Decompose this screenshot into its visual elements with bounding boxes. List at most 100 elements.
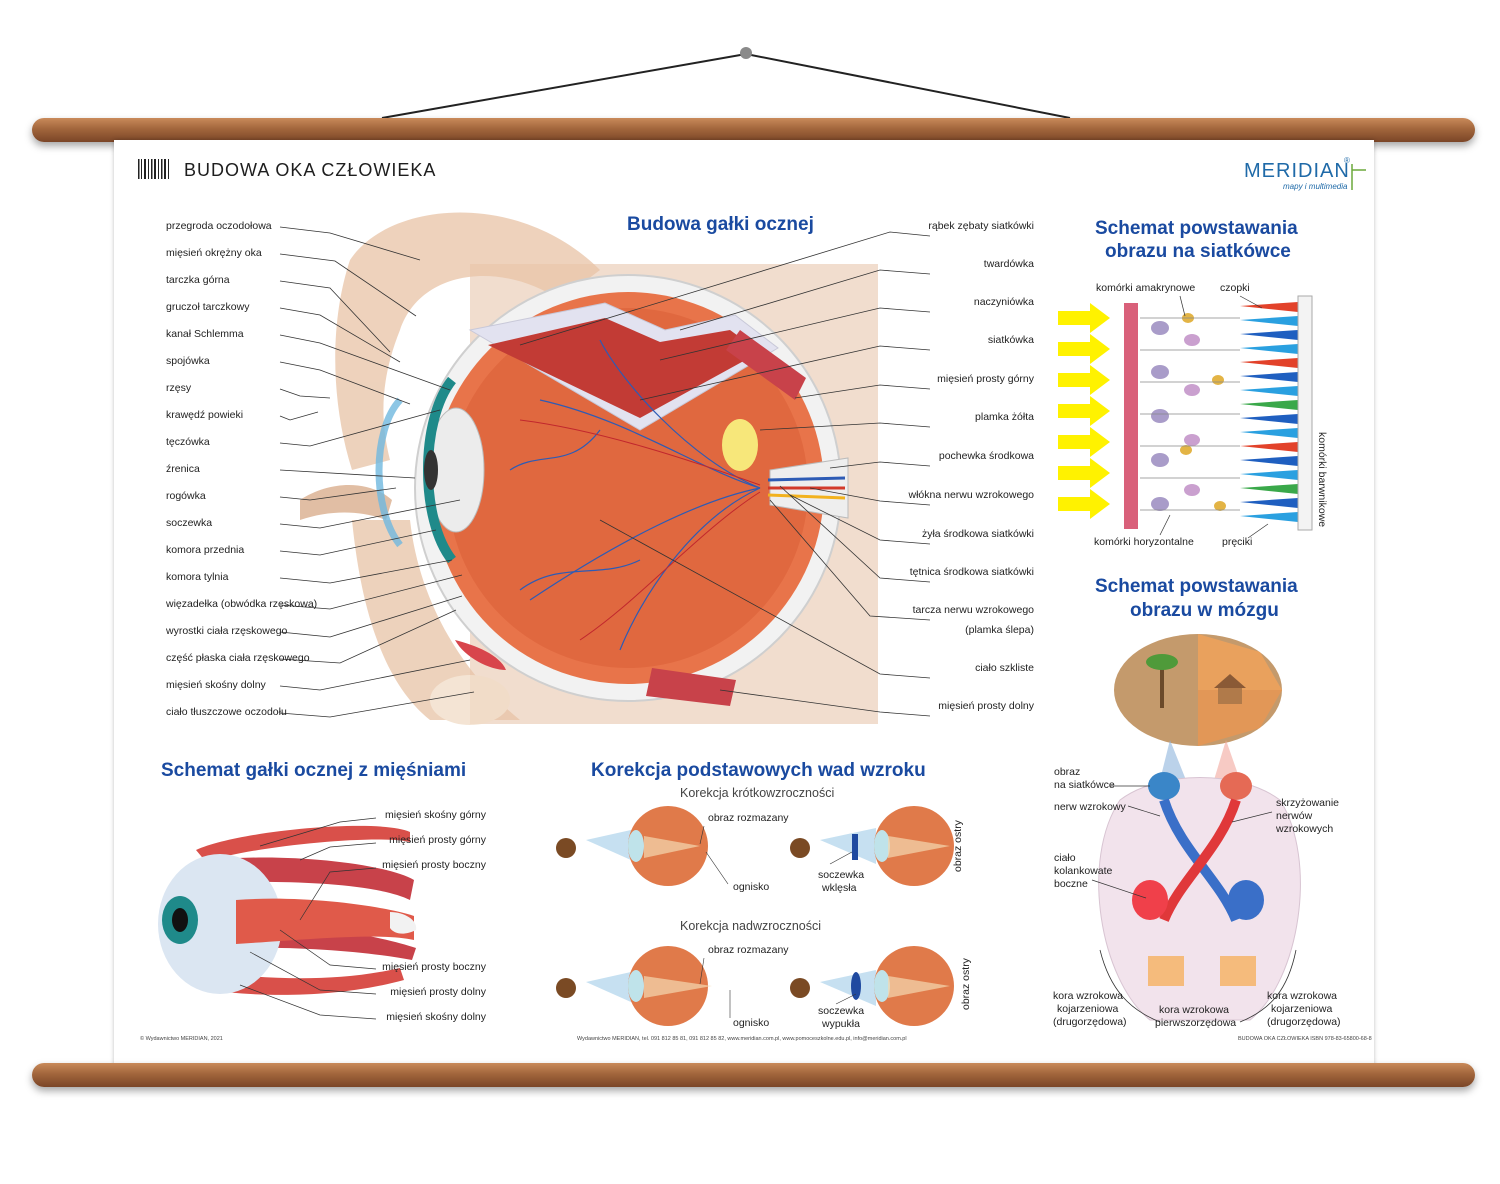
hyperopia-title: Korekcja nadwzroczności	[680, 919, 822, 933]
photoreceptors	[1240, 302, 1298, 522]
convex-lens-icon	[851, 972, 861, 1000]
dog-icon	[790, 978, 810, 998]
muscle-label: mięsień prosty boczny	[382, 859, 486, 871]
concave-lens-icon	[852, 834, 858, 860]
eyeball-right-label: pochewka środkowa	[938, 450, 1034, 462]
eyeball-left-label: ciało tłuszczowe oczodołu	[166, 706, 287, 718]
right-eye	[1220, 772, 1252, 800]
convex-lens-label-1: soczewka	[818, 1005, 865, 1017]
chiasm-label-3: wzrokowych	[1276, 823, 1334, 835]
lateral-rectus	[236, 898, 414, 944]
cortex-left-label-2: kojarzeniowa	[1057, 1003, 1119, 1015]
hut-icon	[1214, 674, 1246, 704]
eyeball-right-label: tętnica środkowa siatkówki	[909, 566, 1034, 578]
myopia-title: Korekcja krótkowzroczności	[680, 786, 835, 800]
eyeball-left-label: krawędź powieki	[166, 409, 244, 421]
rods-label: pręciki	[1222, 536, 1253, 548]
retina-connections	[1140, 317, 1240, 511]
left-eye	[1148, 772, 1180, 800]
isbn-note: BUDOWA OKA CZŁOWIEKA ISBN 978-83-65800-6…	[1238, 1036, 1372, 1042]
publisher-contact: Wydawnictwo MERIDIAN, tel. 091 812 85 81…	[577, 1036, 907, 1042]
cones-label: czopki	[1220, 282, 1250, 294]
muscle-label: mięsień prosty dolny	[390, 986, 486, 998]
barcode-icon	[138, 159, 169, 179]
eyeball-left-label: mięsień skośny dolny	[166, 679, 266, 691]
cortex-right-label-2: kojarzeniowa	[1271, 1003, 1333, 1015]
eyeball-right-label: (plamka ślepa)	[965, 624, 1034, 636]
focus-label-top: ognisko	[733, 881, 770, 893]
eyeball-right-label: tarcza nerwu wzrokowego	[912, 604, 1034, 616]
amacrine-cells-label: komórki amakrynowe	[1096, 282, 1196, 294]
brain-heading-line2: obrazu w mózgu	[1130, 600, 1279, 621]
eyeball-left-label: więzadełka (obwódka rzęskowa)	[166, 598, 318, 610]
eyeball-left-label: gruczoł tarczkowy	[166, 301, 250, 313]
eyeball-left-label: kanał Schlemma	[166, 328, 244, 340]
hyperopia-corrected	[790, 946, 954, 1026]
sharp-image-label-bottom: obraz ostry	[960, 958, 972, 1010]
hyperopia-uncorrected	[556, 946, 712, 1026]
muscle-label: mięsień prosty boczny	[382, 961, 486, 973]
eyeball-heading: Budowa gałki ocznej	[627, 214, 814, 235]
chiasm-label-1: skrzyżowanie	[1276, 797, 1340, 809]
eyeball-leader-lines	[279, 226, 931, 718]
sharp-image-label-top: obraz ostry	[952, 820, 964, 872]
eyeball-left-label: źrenica	[166, 463, 200, 475]
eyeball-left-label: tarczka górna	[166, 274, 230, 286]
optic-nerve-label: nerw wzrokowy	[1054, 801, 1126, 813]
dog-icon	[556, 838, 576, 858]
eyeball-left-label: część płaska ciała rzęskowego	[166, 652, 310, 664]
light-arrows	[1058, 303, 1110, 519]
retina-leader-lines	[1159, 295, 1269, 539]
muscle-label: mięsień prosty górny	[389, 834, 486, 846]
retina-membrane	[1124, 303, 1138, 529]
cortex-right-label-3: (drugorzędowa)	[1267, 1016, 1341, 1028]
concave-lens-label-1: soczewka	[818, 869, 865, 881]
cortex-primary-label-2: pierwszorzędowa	[1155, 1017, 1237, 1029]
image-on-retina-label-2: na siatkówce	[1054, 779, 1115, 791]
pigment-cells-label: komórki barwnikowe	[1316, 432, 1328, 528]
eyeball-cross-section	[375, 274, 849, 706]
horizontal-cells-label: komórki horyzontalne	[1094, 536, 1194, 548]
muscles-heading: Schemat gałki ocznej z mięśniami	[161, 760, 467, 781]
meridian-logo-icon	[1351, 164, 1366, 190]
eyeball-right-label: mięsień prosty dolny	[938, 700, 1034, 712]
ganglion-cells	[1151, 313, 1226, 511]
cortex-left-label-3: (drugorzędowa)	[1053, 1016, 1127, 1028]
correction-heading: Korekcja podstawowych wad wzroku	[591, 760, 926, 781]
focus-label-bottom: ognisko	[733, 1017, 770, 1029]
eyeball-left-label: rzęsy	[166, 382, 192, 394]
poster-title: BUDOWA OKA CZŁOWIEKA	[184, 160, 437, 180]
brain-diagram	[1091, 634, 1301, 1023]
blurred-image-label-top: obraz rozmazany	[708, 812, 789, 824]
macula-shape	[722, 419, 758, 471]
eyeball-right-label: rąbek zębaty siatkówki	[928, 220, 1034, 232]
palm-tree-icon	[1146, 654, 1178, 708]
cortex-left-label-1: kora wzrokowa	[1053, 990, 1124, 1002]
superior-rectus-stub	[726, 330, 806, 400]
eyeball-right-label: ciało szkliste	[975, 662, 1034, 674]
eyeball-right-label: plamka żółta	[975, 411, 1034, 423]
lgn-label-2: kolankowate	[1054, 865, 1113, 877]
retina-heading-line1: Schemat powstawania	[1095, 218, 1298, 239]
eyeball-right-label: naczyniówka	[973, 296, 1034, 308]
eyeball-left-label: wyrostki ciała rzęskowego	[166, 625, 288, 637]
top-wooden-rod	[32, 118, 1475, 142]
convex-lens-label-2: wypukła	[822, 1018, 860, 1030]
chiasm-label-2: nerwów	[1276, 810, 1313, 822]
lgn-label-3: boczne	[1054, 878, 1088, 890]
correction-diagrams	[556, 806, 954, 1026]
dog-icon	[556, 978, 576, 998]
muscle-leader-lines	[239, 817, 377, 1020]
pigment-layer	[1297, 295, 1313, 531]
brand-tagline: mapy i multimedia	[1283, 182, 1348, 191]
lgn-label-1: ciało	[1054, 852, 1076, 864]
eyeball-right-label: mięsień prosty górny	[937, 373, 1034, 385]
eyeball-left-label: komora tylnia	[166, 571, 229, 583]
dog-icon	[790, 838, 810, 858]
blurred-image-label-bottom: obraz rozmazany	[708, 944, 789, 956]
eyeball-left-label: soczewka	[166, 517, 213, 529]
muscle-label: mięsień skośny dolny	[386, 1011, 486, 1023]
eyeball-left-label: przegroda oczodołowa	[166, 220, 272, 232]
